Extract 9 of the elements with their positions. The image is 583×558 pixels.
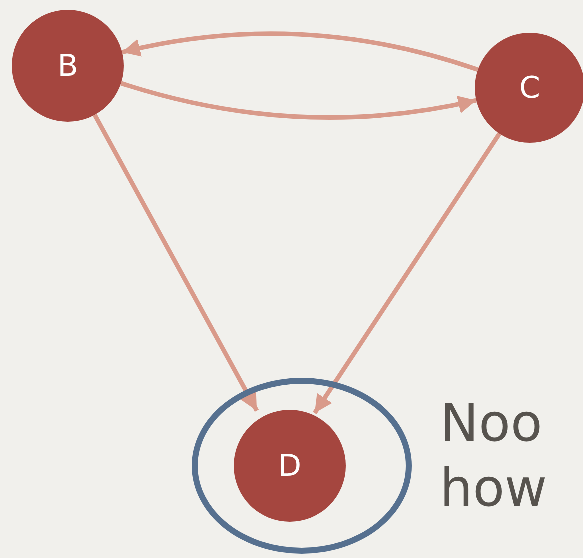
arrow xyxy=(313,132,502,415)
circle-node: C xyxy=(475,33,583,143)
note-text: Noo how xyxy=(440,393,548,521)
arrow xyxy=(92,114,260,412)
arrow xyxy=(120,81,477,120)
circle-node: B xyxy=(12,10,124,122)
arrow xyxy=(122,32,479,72)
circle-node: D xyxy=(234,410,346,522)
ring-outline xyxy=(192,378,412,554)
